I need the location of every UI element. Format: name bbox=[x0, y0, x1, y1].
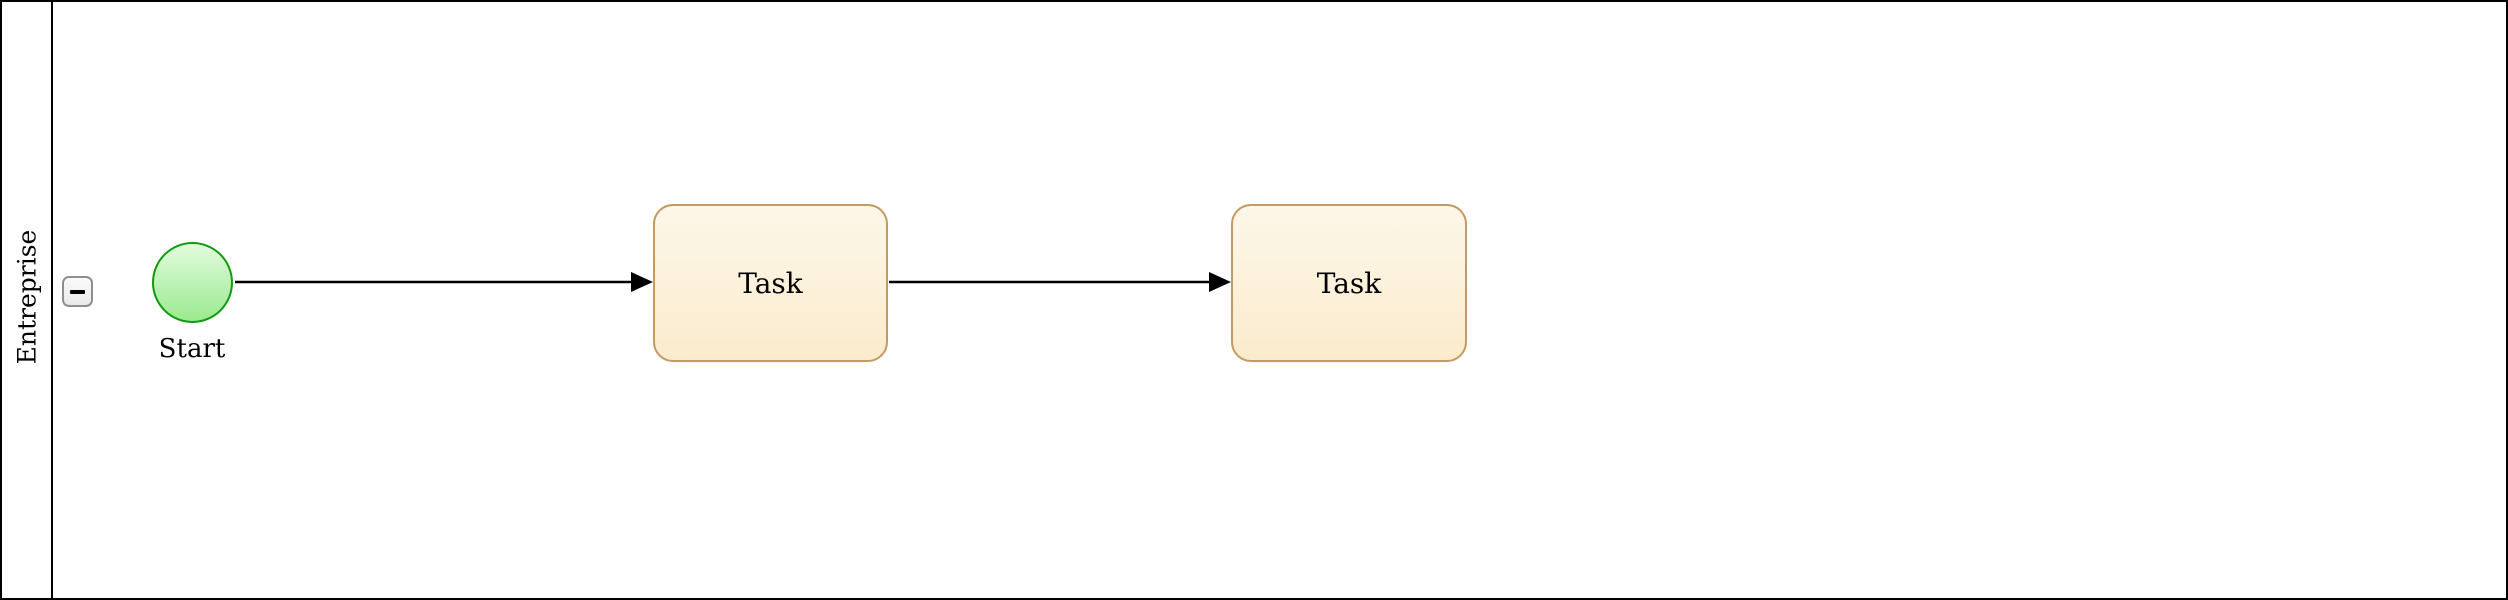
start-event-node[interactable] bbox=[152, 242, 233, 323]
task-1-label: Task bbox=[738, 266, 803, 300]
start-event-label: Start bbox=[158, 334, 226, 364]
minus-icon bbox=[70, 289, 85, 294]
sequence-flow-task1-to-task2[interactable] bbox=[889, 272, 1231, 292]
task-node-2[interactable]: Task bbox=[1231, 204, 1467, 362]
collapse-lane-button[interactable] bbox=[62, 276, 93, 307]
arrowhead-icon bbox=[1209, 272, 1231, 292]
sequence-flow-start-to-task1[interactable] bbox=[235, 272, 653, 292]
pool-lane-label: Entreprise bbox=[12, 229, 42, 365]
task-2-label: Task bbox=[1316, 266, 1382, 300]
pool-lane-header[interactable]: Entreprise bbox=[2, 2, 53, 598]
arrowhead-icon bbox=[631, 272, 653, 292]
task-node-1[interactable]: Task bbox=[653, 204, 888, 362]
